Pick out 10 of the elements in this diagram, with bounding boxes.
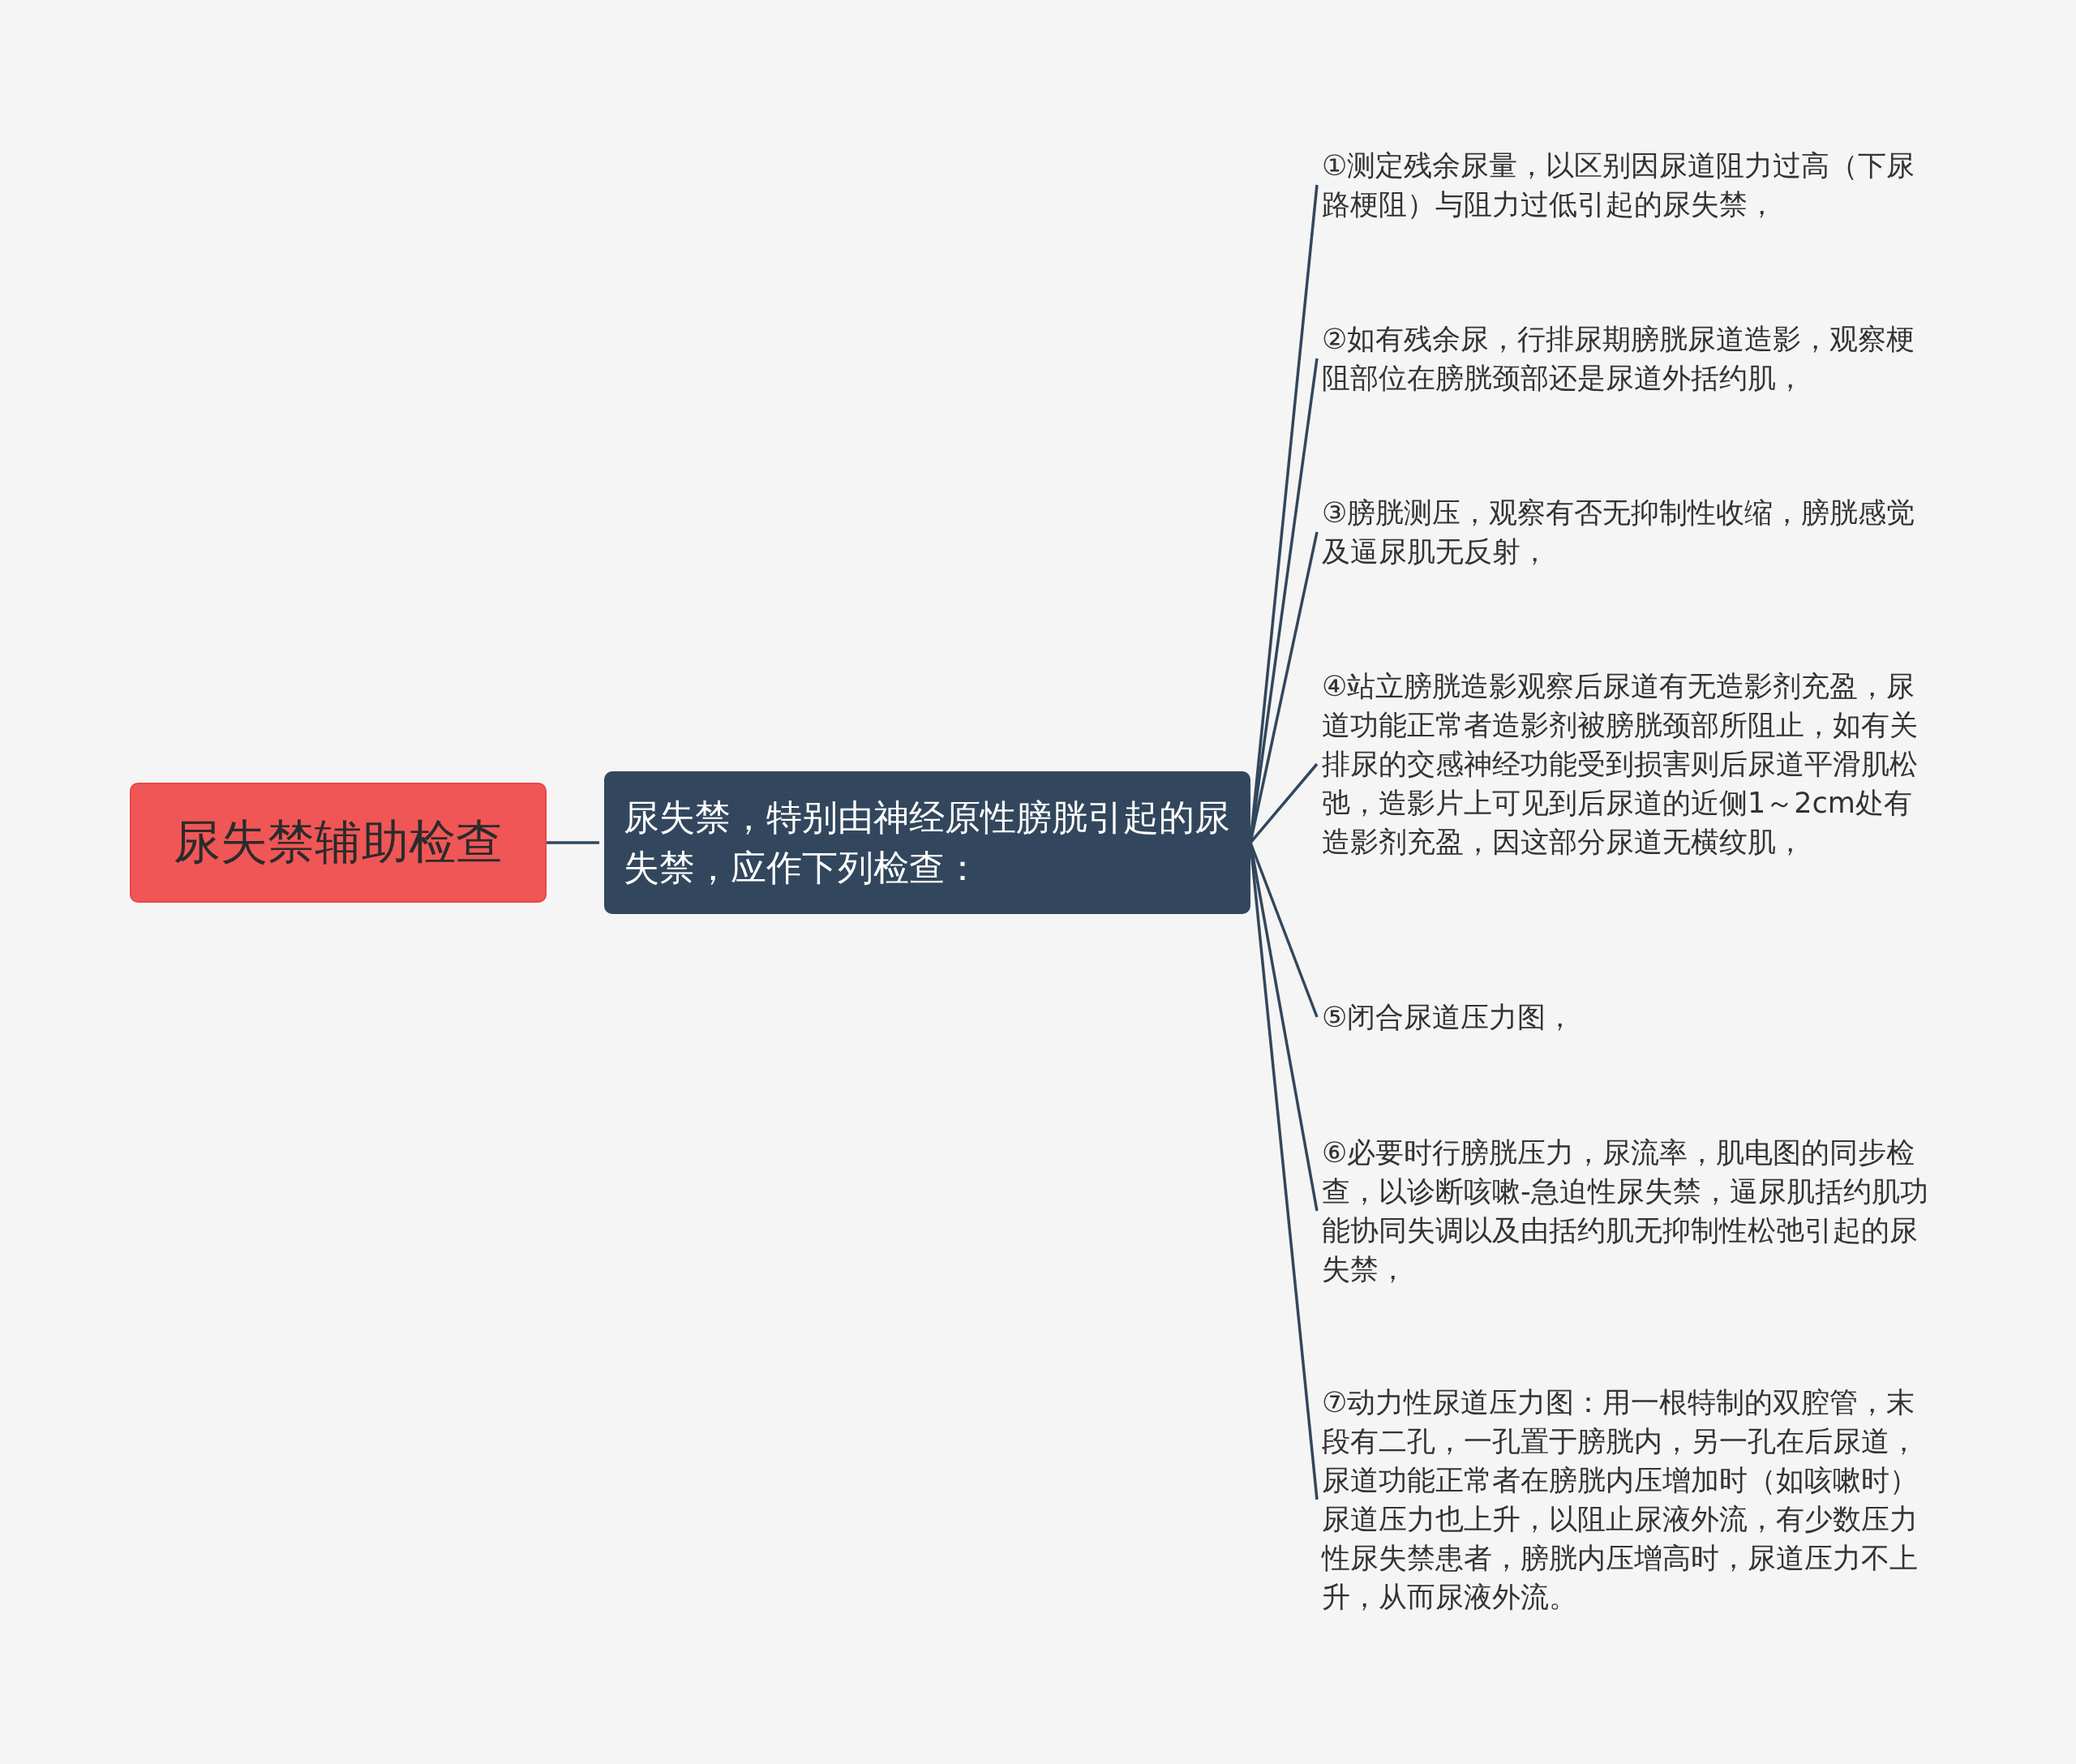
root-topic-box: 尿失禁辅助检查 bbox=[130, 783, 547, 903]
connector-line bbox=[547, 841, 599, 844]
branch-text: ①测定残余尿量，以区别因尿道阻力过高（下尿路梗阻）与阻力过低引起的尿失禁， bbox=[1322, 146, 1938, 224]
branch-text: ②如有残余尿，行排尿期膀胱尿道造影，观察梗阻部位在膀胱颈部还是尿道外括约肌， bbox=[1322, 320, 1938, 397]
branch-text: ④站立膀胱造影观察后尿道有无造影剂充盈，尿道功能正常者造影剂被膀胱颈部所阻止，如有关排尿的交感神经功能受到损害则后尿道平滑肌松弛，造影片上可见到后尿道的近侧1～2cm处有造影剂充盈，因这部分尿道无横纹肌， bbox=[1322, 667, 1938, 861]
branch-text: ③膀胱测压，观察有否无抑制性收缩，膀胱感觉及逼尿肌无反射， bbox=[1322, 493, 1938, 571]
branch-text: ⑥必要时行膀胱压力，尿流率，肌电图的同步检查，以诊断咳嗽-急迫性尿失禁，逼尿肌括约肌功能协同失调以及由括约肌无抑制性松弛引起的尿失禁， bbox=[1322, 1133, 1938, 1289]
topic-box: 尿失禁，特别由神经原性膀胱引起的尿失禁，应作下列检查： bbox=[604, 771, 1250, 914]
branch-text: ⑤闭合尿道压力图， bbox=[1322, 998, 1938, 1037]
branch-text: ⑦动力性尿道压力图：用一根特制的双腔管，末段有二孔，一孔置于膀胱内，另一孔在后尿道，尿道功能正常者在膀胱内压增加时（如咳嗽时）尿道压力也上升，以阻止尿液外流，有少数压力性尿失禁患者，膀胱内压增高时，尿道压力不上升，从而尿液外流。 bbox=[1322, 1383, 1938, 1616]
